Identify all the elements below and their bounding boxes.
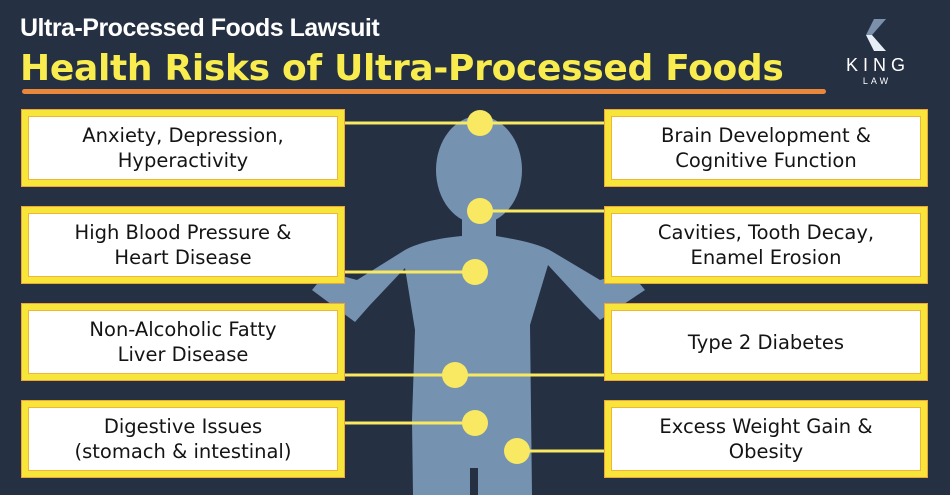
dot-head <box>467 110 493 136</box>
risk-box-diabetes: Type 2 Diabetes <box>605 304 927 380</box>
logo-name: KING <box>845 55 910 75</box>
risk-box-liver: Non-Alcoholic Fatty Liver Disease <box>22 304 344 380</box>
risk-label: High Blood Pressure & Heart Disease <box>74 221 292 269</box>
risk-box-heart: High Blood Pressure & Heart Disease <box>22 207 344 283</box>
king-law-logo: KING LAW <box>835 15 915 95</box>
silhouette-body <box>312 213 645 495</box>
connectors <box>343 121 607 453</box>
dot-chest <box>462 259 488 285</box>
risk-label: Cavities, Tooth Decay, Enamel Erosion <box>657 221 875 269</box>
silhouette-head <box>436 116 522 224</box>
title-underline <box>22 89 826 94</box>
risk-label: Digestive Issues (stomach & intestinal) <box>74 415 292 463</box>
risk-box-obesity: Excess Weight Gain & Obesity <box>605 401 927 477</box>
risk-box-anxiety: Anxiety, Depression, Hyperactivity <box>22 110 344 186</box>
risk-box-digestive: Digestive Issues (stomach & intestinal) <box>22 401 344 477</box>
dot-lower-abdomen <box>462 410 488 436</box>
dot-hip <box>504 438 530 464</box>
human-silhouette <box>312 116 645 495</box>
dot-mouth <box>467 198 493 224</box>
risk-label: Non-Alcoholic Fatty Liver Disease <box>89 318 277 366</box>
chevron-left-logo-icon <box>866 19 886 51</box>
logo-sub: LAW <box>862 76 892 86</box>
dot-abdomen <box>442 362 468 388</box>
risk-label: Excess Weight Gain & Obesity <box>659 415 873 463</box>
page-title: Health Risks of Ultra-Processed Foods <box>20 48 784 89</box>
risk-box-cavities: Cavities, Tooth Decay, Enamel Erosion <box>605 207 927 283</box>
marker-dots <box>442 110 530 464</box>
subtitle: Ultra-Processed Foods Lawsuit <box>20 14 380 42</box>
risk-label: Type 2 Diabetes <box>687 330 845 354</box>
risk-label: Anxiety, Depression, Hyperactivity <box>82 124 284 172</box>
risk-label: Brain Development & Cognitive Function <box>661 124 871 172</box>
risk-box-brain: Brain Development & Cognitive Function <box>605 110 927 186</box>
